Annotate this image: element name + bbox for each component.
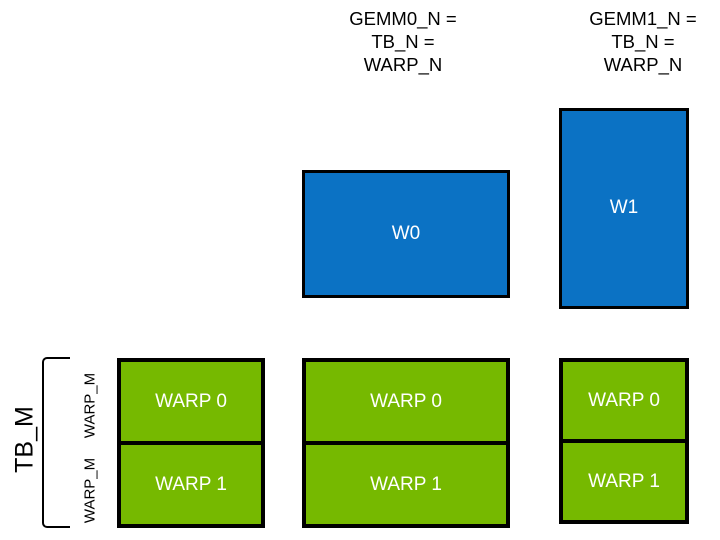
column-header-gemm1: GEMM1_N = TB_N = WARP_N — [589, 8, 697, 75]
green-warp-cell: WARP 1 — [121, 441, 261, 524]
green-warp-cell: WARP 1 — [563, 439, 685, 520]
green-warp-grid-middle: WARP 0 WARP 1 — [302, 358, 510, 528]
green-warp-cell: WARP 0 — [121, 362, 261, 441]
tb-m-bracket — [42, 357, 70, 528]
blue-warp-box-w0: W0 — [302, 170, 510, 298]
green-warp-grid-right: WARP 0 WARP 1 — [559, 358, 689, 524]
column-header-gemm0: GEMM0_N = TB_N = WARP_N — [349, 8, 457, 75]
tb-m-label: TB_M — [10, 406, 39, 473]
blue-warp-box-w0-label: W0 — [391, 223, 421, 244]
green-warp-cell: WARP 0 — [563, 362, 685, 439]
green-warp-cell: WARP 1 — [306, 441, 506, 524]
warp-m-label-bottom: WARP_M — [81, 457, 99, 524]
blue-warp-box-w1: W1 — [559, 108, 689, 309]
blue-warp-box-w1-label: W1 — [609, 197, 639, 218]
green-warp-grid-left: WARP 0 WARP 1 — [117, 358, 265, 528]
green-warp-cell: WARP 0 — [306, 362, 506, 441]
